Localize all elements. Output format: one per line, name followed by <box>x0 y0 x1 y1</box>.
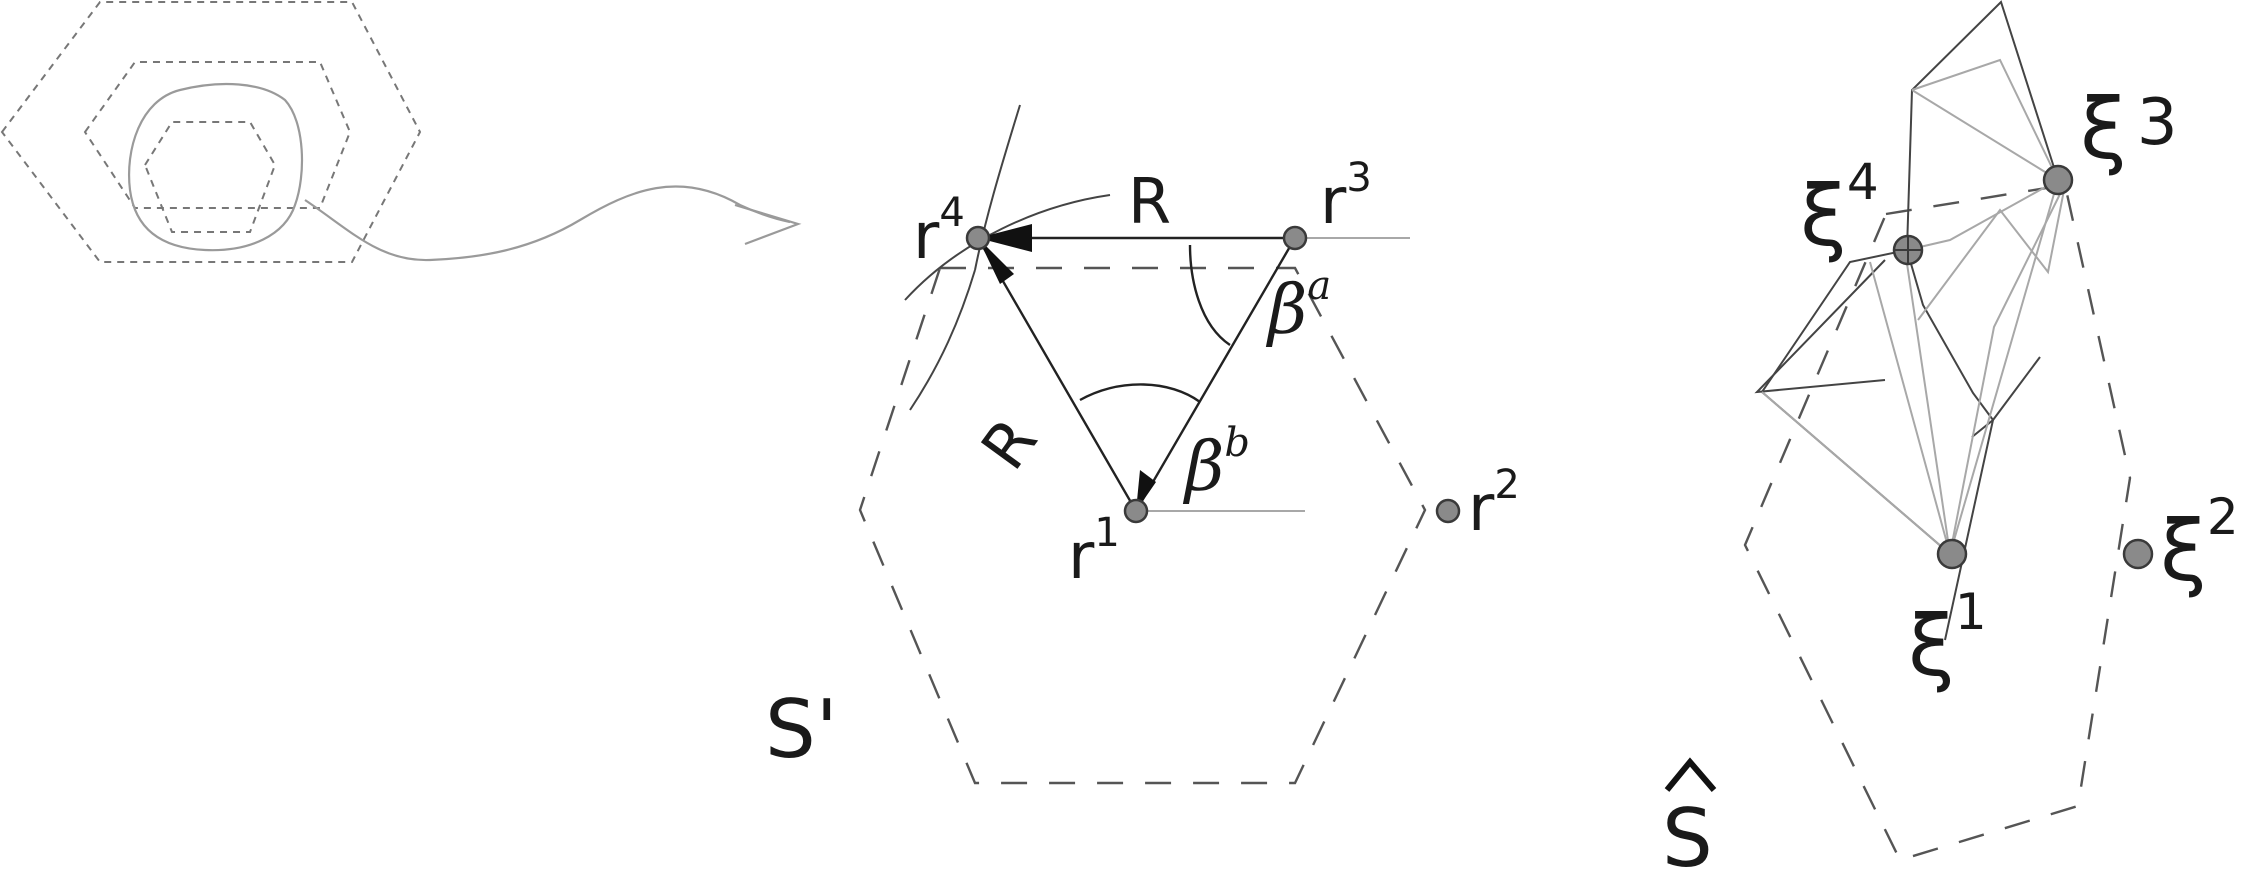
arrowhead-r4-diagonal <box>978 238 1014 284</box>
deformed-mesh <box>1754 0 2066 641</box>
point-r2 <box>1435 498 1461 524</box>
arc-horizontal <box>904 194 1111 301</box>
arc-left-down <box>909 269 976 411</box>
label-r2: r2 <box>1468 462 1520 546</box>
label-R-top: R <box>1128 165 1171 238</box>
beta-b-arc <box>1079 383 1201 403</box>
middle-panel: r4 R r3 βa R βb r1 r2 S' <box>765 104 1520 785</box>
left-panel <box>0 1 802 263</box>
arrowhead-r4-horizontal <box>978 224 1032 252</box>
point-r1 <box>1123 498 1149 524</box>
r1-r4-line <box>976 237 1138 512</box>
label-r3: r3 <box>1320 155 1372 239</box>
label-s-hat: S <box>1662 792 1713 875</box>
label-xi1: ξ1 <box>1908 583 1987 695</box>
label-R-left: R <box>967 405 1051 483</box>
inner-hexagon <box>143 121 277 233</box>
arc-vertical <box>974 104 1021 271</box>
s-prime-hexagon <box>858 266 1427 785</box>
r3-r1-line <box>1134 237 1297 512</box>
hat-accent-icon <box>1664 757 1717 792</box>
point-xi3 <box>2042 164 2074 196</box>
label-r4: r4 <box>913 190 965 274</box>
beta-a-arc <box>1188 244 1231 346</box>
label-beta-b: βb <box>1182 420 1250 507</box>
s-hat-polygon <box>1743 183 2132 862</box>
label-s-prime: S' <box>765 683 838 776</box>
curved-arrow-icon <box>734 203 802 246</box>
outer-hexagon <box>0 1 422 263</box>
connector-curve <box>304 185 791 262</box>
label-beta-a: βa <box>1265 263 1331 350</box>
label-xi4: ξ4 <box>1800 153 1879 265</box>
point-xi1 <box>1936 538 1968 570</box>
point-r4 <box>965 225 991 251</box>
label-r1: r1 <box>1068 510 1120 594</box>
point-r3 <box>1282 225 1308 251</box>
point-xi2 <box>2122 538 2154 570</box>
closed-curve <box>128 82 304 252</box>
label-xi2: ξ2 <box>2160 488 2239 600</box>
